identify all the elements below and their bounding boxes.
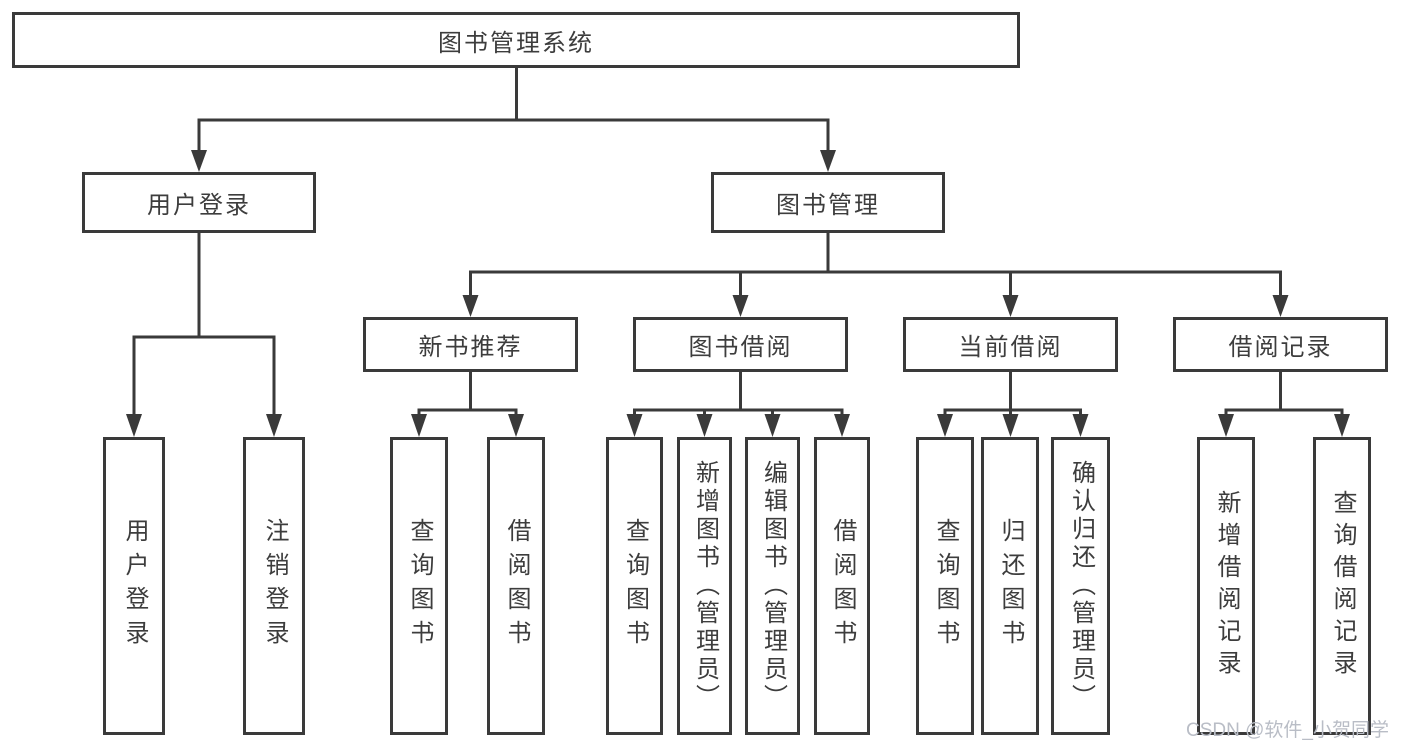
arrow-user-login <box>191 150 207 172</box>
leaf-bb-edit-books: 编辑图书（管理员） <box>745 437 800 735</box>
arrow-leaf-nbr-borrow <box>508 414 524 437</box>
arrow-current-borrowing <box>1002 295 1019 317</box>
connector-root-to-level2 <box>197 66 830 152</box>
arrow-leaf-br-query <box>1334 414 1350 437</box>
leaf-bb-borrow-books: 借阅图书 <box>814 437 870 735</box>
node-current-borrowing: 当前借阅 <box>903 317 1118 372</box>
node-new-book-recommend: 新书推荐 <box>363 317 578 372</box>
arrow-new-book-recommend <box>462 295 479 317</box>
leaf-br-query-record: 查询借阅记录 <box>1313 437 1371 735</box>
arrow-book-borrowing <box>732 295 749 317</box>
arrow-book-management <box>820 150 836 172</box>
arrow-leaf-nbr-query <box>411 414 427 437</box>
leaf-logout: 注销登录 <box>243 437 305 735</box>
connector-book-borrowing-branch <box>633 370 844 417</box>
leaf-bb-add-books: 新增图书（管理员） <box>677 437 732 735</box>
connector-current-borrowing-branch <box>943 370 1082 417</box>
arrow-leaf-br-add <box>1218 414 1234 437</box>
leaf-cb-confirm-return: 确认归还（管理员） <box>1051 437 1110 735</box>
node-user-login: 用户登录 <box>82 172 316 233</box>
leaf-nbr-borrow-books: 借阅图书 <box>487 437 545 735</box>
connector-new-book-recommend-branch <box>417 370 518 417</box>
connector-borrowing-records-branch <box>1224 370 1344 417</box>
leaf-cb-return-books: 归还图书 <box>981 437 1039 735</box>
leaf-cb-query-books: 查询图书 <box>916 437 974 735</box>
arrow-borrowing-records <box>1272 295 1289 317</box>
arrow-leaf-bb-borrow <box>834 414 850 437</box>
arrow-leaf-cb-return <box>1002 414 1019 437</box>
node-root: 图书管理系统 <box>12 12 1020 68</box>
leaf-br-add-record: 新增借阅记录 <box>1197 437 1255 735</box>
leaf-bb-query-books: 查询图书 <box>606 437 663 735</box>
connector-book-management-branch <box>469 231 1282 297</box>
arrow-leaf-bb-add <box>696 414 713 437</box>
node-book-management: 图书管理 <box>711 172 945 233</box>
node-borrowing-records: 借阅记录 <box>1173 317 1388 372</box>
node-book-borrowing: 图书借阅 <box>633 317 848 372</box>
arrow-leaf-logout <box>266 414 282 437</box>
arrow-leaf-bb-query <box>626 414 643 437</box>
arrow-leaf-cb-query <box>937 414 953 437</box>
connector-user-login-branch <box>132 231 276 417</box>
leaf-nbr-query-books: 查询图书 <box>390 437 448 735</box>
arrow-leaf-user-login <box>126 414 142 437</box>
leaf-user-login: 用户登录 <box>103 437 165 735</box>
arrow-leaf-cb-confirm <box>1072 414 1089 437</box>
watermark: CSDN @软件_小贺同学 <box>1186 720 1389 741</box>
arrow-leaf-bb-edit <box>764 414 781 437</box>
